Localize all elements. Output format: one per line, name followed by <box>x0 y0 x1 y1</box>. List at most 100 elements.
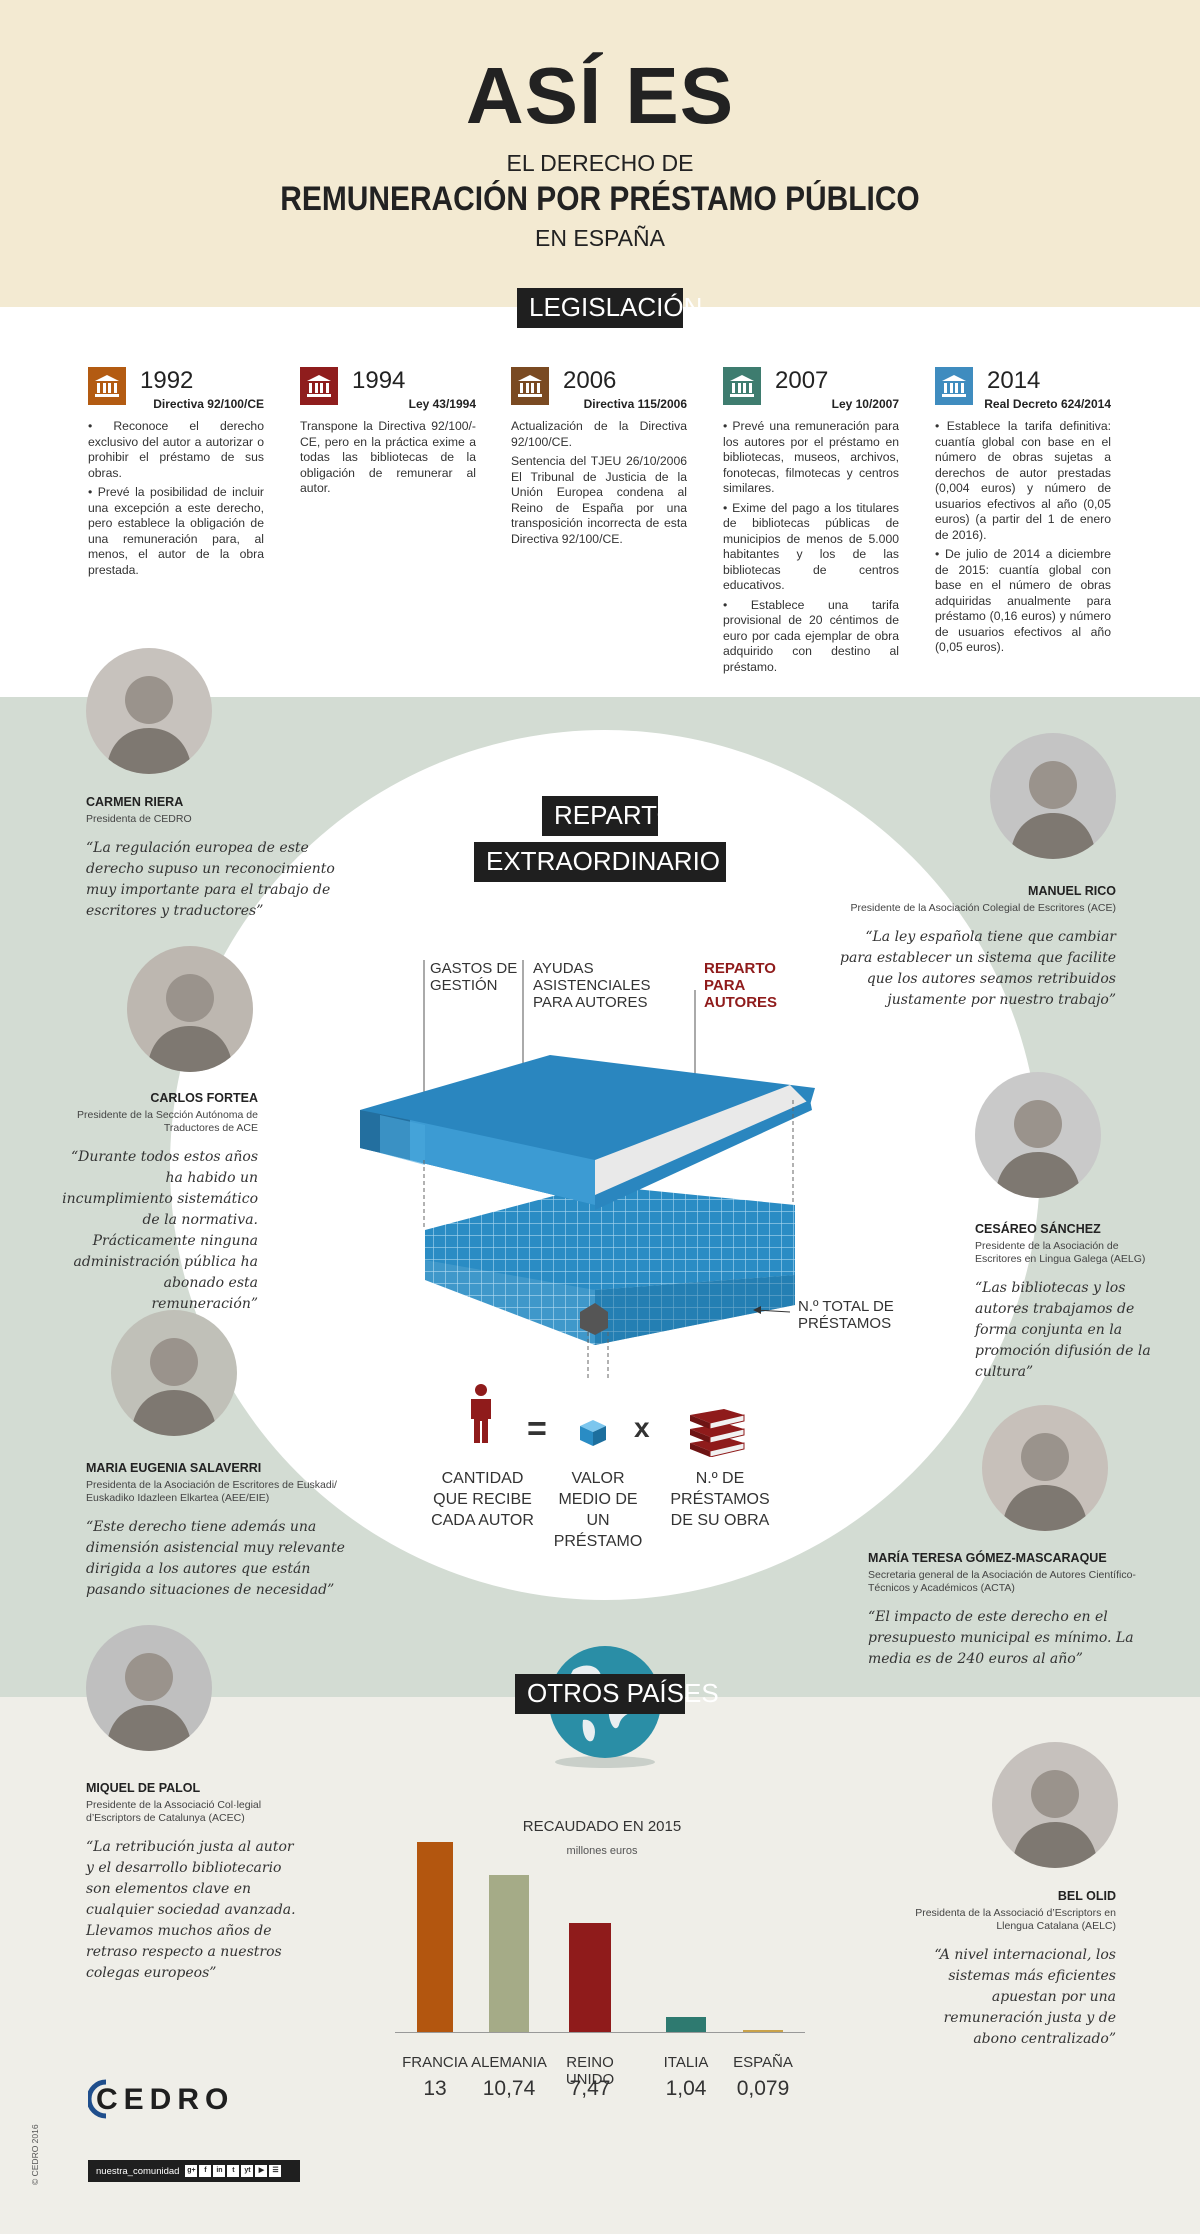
category-label: ALEMANIA <box>471 2054 547 2071</box>
formula-cantidad: CANTIDAD QUE RECIBE CADA AUTOR <box>431 1470 534 1529</box>
bar-italia <box>666 2016 706 2032</box>
bar-españa <box>743 2030 783 2032</box>
cedro-logo-text: CEDRO <box>96 2083 234 2116</box>
library-building-icon <box>935 367 973 405</box>
value-label: 0,079 <box>736 2077 790 2100</box>
bar-chart-plot <box>395 1842 805 2032</box>
page-title: ASÍ ES <box>465 51 735 140</box>
person-role: Secretaria general de la Asociación de A… <box>868 1569 1136 1594</box>
legislation-text: • Establece la tarifa definitiva: cuantí… <box>935 419 1111 660</box>
legislation-text: • Reconoce el derecho exclusivo del auto… <box>88 419 264 582</box>
testimonial-text: BEL OLID Presidenta de la Associació d’Es… <box>900 1889 1116 2050</box>
testimonial-text: MANUEL RICO Presidente de la Asociación C… <box>840 884 1116 1011</box>
social-icon[interactable]: g+ <box>185 2165 198 2177</box>
person-name: CARLOS FORTEA <box>150 1091 258 1105</box>
library-building-icon <box>723 367 761 405</box>
person-quote: “El impacto de este derecho en el presup… <box>868 1609 1134 1667</box>
category-label: ITALIA <box>663 2054 709 2071</box>
formula-prestamos: N.º DE PRÉSTAMOS DE SU OBRA <box>670 1470 770 1529</box>
person-role: Presidenta de CEDRO <box>86 813 192 825</box>
social-icon[interactable]: ▶ <box>255 2165 268 2177</box>
person-name: MANUEL RICO <box>1028 884 1116 898</box>
legislation-law: Ley 43/1994 <box>408 397 476 411</box>
chart-baseline <box>395 2032 805 2033</box>
legislation-paragraph: • Prevé la posibilidad de incluir una ex… <box>88 485 264 577</box>
value-label: 10,74 <box>482 2077 536 2100</box>
book-illustration <box>360 960 815 1380</box>
library-building-icon <box>511 367 549 405</box>
value-label: 1,04 <box>665 2077 707 2100</box>
library-building-icon <box>88 367 126 405</box>
person-quote: “La ley española tiene que cambiar para … <box>840 929 1116 1008</box>
social-icon[interactable]: ☰ <box>269 2165 282 2177</box>
category-label: ESPAÑA <box>733 2054 793 2071</box>
person-role: Presidente de la Asociación de Escritore… <box>975 1240 1146 1265</box>
avatar <box>975 1072 1101 1198</box>
label-total-prestamos: N.º TOTAL DE PRÉSTAMOS <box>798 1298 894 1332</box>
legislation-paragraph: • Establece la tarifa definitiva: cuantí… <box>935 419 1111 542</box>
social-icon[interactable]: yt <box>241 2165 254 2177</box>
legislation-background <box>0 307 1200 697</box>
avatar <box>990 733 1116 859</box>
legislation-year: 1992 <box>140 367 194 394</box>
books-stack-icon <box>690 1409 745 1457</box>
arrow-head <box>753 1306 761 1314</box>
person-quote: “Este derecho tiene además una dimensión… <box>86 1519 345 1598</box>
legislation-year: 1994 <box>352 367 406 394</box>
reparto-subtitle: EXTRAORDINARIO 2016 <box>474 842 785 882</box>
avatar <box>86 1625 212 1751</box>
legislation-paragraph: • Exime del pago a los titulares de bibl… <box>723 500 899 593</box>
legislation-heading: LEGISLACIÓN <box>517 288 702 328</box>
label-ayudas: AYUDAS ASISTENCIALES PARA AUTORES <box>533 960 651 1011</box>
times-sign: x <box>634 1412 650 1443</box>
label-gastos: GASTOS DE GESTIÓN <box>430 960 518 994</box>
chart-title: RECAUDADO EN 2015 <box>522 1818 682 1835</box>
cedro-logo[interactable]: CEDRO <box>88 2078 248 2120</box>
legislation-year: 2014 <box>987 367 1041 394</box>
testimonial-text: MARIA EUGENIA SALAVERRI Presidenta de la … <box>86 1461 366 1601</box>
legislation-paragraph: • Prevé una remuneración para los autore… <box>723 419 899 495</box>
bar-francia <box>417 1842 453 2032</box>
legislation-paragraph: Actualización de la Directiva 92/100/CE. <box>511 419 687 449</box>
person-role: Presidente de la Associació Col·legial d… <box>86 1799 262 1824</box>
person-role: Presidenta de la Asociación de Escritore… <box>86 1479 337 1504</box>
avatar <box>111 1310 237 1436</box>
library-building-icon <box>300 367 338 405</box>
social-icon[interactable]: in <box>213 2165 226 2177</box>
legislation-paragraph: Transpone la Directiva 92/100/-CE, pero … <box>300 419 476 495</box>
person-role: Presidente de la Asociación Colegial de … <box>850 902 1116 914</box>
legislation-text: • Prevé una remuneración para los autore… <box>723 419 899 679</box>
legislation-paragraph: Sentencia del TJEU 26/10/2006 El Tribuna… <box>511 454 687 546</box>
otros-heading: OTROS PAÍSES <box>515 1674 719 1714</box>
social-icon[interactable]: f <box>199 2165 212 2177</box>
avatar <box>982 1405 1108 1531</box>
person-role: Presidenta de la Associació d’Escriptors… <box>915 1907 1116 1932</box>
legislation-law: Ley 10/2007 <box>831 397 899 411</box>
legislation-year: 2006 <box>563 367 617 394</box>
label-reparto: REPARTO PARA AUTORES <box>704 960 778 1011</box>
person-name: BEL OLID <box>1057 1889 1116 1903</box>
legislation-law: Directiva 115/2006 <box>583 397 687 411</box>
value-label: 13 <box>423 2077 447 2100</box>
person-name: MARIA EUGENIA SALAVERRI <box>86 1461 262 1475</box>
person-role: Presidente de la Sección Autónoma de Tra… <box>77 1109 258 1134</box>
legislation-text: Actualización de la Directiva 92/100/CE.… <box>511 419 687 551</box>
copyright: © CEDRO 2016 <box>30 2124 40 2185</box>
legislation-paragraph: • De julio de 2014 a diciembre de 2015: … <box>935 547 1111 654</box>
equals-sign: = <box>527 1410 547 1448</box>
cube-icon <box>580 1420 606 1446</box>
social-icon[interactable]: t <box>227 2165 240 2177</box>
community-label: nuestra_comunidad <box>96 2165 180 2177</box>
value-label: 7,47 <box>569 2077 611 2100</box>
category-label: REINO UNIDO <box>565 2054 615 2088</box>
header-background <box>0 0 1200 307</box>
